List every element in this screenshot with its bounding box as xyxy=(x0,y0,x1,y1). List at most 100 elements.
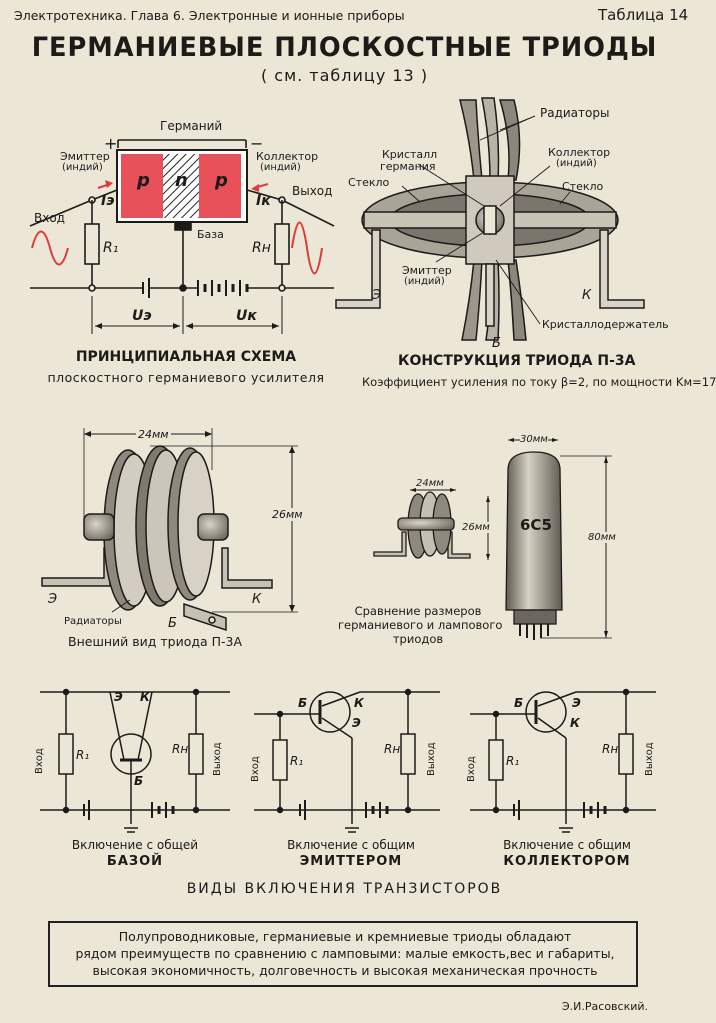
page-title: ГЕРМАНИЕВЫЕ ПЛОСКОСТНЫЕ ТРИОДЫ xyxy=(31,32,658,63)
circuit-common-emitter xyxy=(254,688,440,833)
exterior-k-label: К xyxy=(252,592,262,607)
circuit2-output-label: Выход xyxy=(426,742,437,776)
circuit1-t2-label: К xyxy=(140,690,150,704)
collector-label: Коллектор xyxy=(256,150,319,163)
collector-construction-label: Коллектор xyxy=(548,146,611,159)
small-width-dim: 24мм xyxy=(416,478,444,489)
input-label: Вход xyxy=(34,211,65,225)
rn-label: Rн xyxy=(252,240,271,256)
circuit2-t1-label: Б xyxy=(298,696,308,710)
circuit1-t3-label: Б xyxy=(134,774,144,788)
circuit-common-collector xyxy=(470,688,656,833)
input-wave xyxy=(31,230,69,266)
emitter-construction-sub: (индий) xyxy=(404,276,445,287)
exterior-height-dim: 26мм xyxy=(272,508,303,521)
note-line-3: высокая экономичность, долговечность и в… xyxy=(92,963,598,978)
exterior-e-label: Э xyxy=(48,592,58,607)
gain-note: Коэффициент усиления по току β=2, по мощ… xyxy=(362,375,716,389)
compare-caption-3: триодов xyxy=(392,632,444,646)
construction-e-label: Э xyxy=(372,288,382,303)
emitter-sub-label: (индий) xyxy=(62,162,103,173)
circuits-section-title: ВИДЫ ВКЛЮЧЕНИЯ ТРАНЗИСТОРОВ xyxy=(186,881,503,897)
output-label: Выход xyxy=(292,184,333,198)
circuit3-t1-label: Б xyxy=(514,696,524,710)
output-wave xyxy=(291,221,323,275)
exterior-caption: Внешний вид триода П-3А xyxy=(68,634,243,649)
r1-label: R₁ xyxy=(103,240,119,256)
glass-left-label: Стекло xyxy=(348,176,390,189)
exterior-b-label: Б xyxy=(168,616,177,631)
collector-construction-sub: (индий) xyxy=(556,158,597,169)
size-comparison xyxy=(373,438,612,640)
exterior-width-dim: 24мм xyxy=(136,428,171,441)
circuit2-t2-label: К xyxy=(354,696,364,710)
construction-caption: КОНСТРУКЦИЯ ТРИОДА П-3А xyxy=(398,353,636,369)
compare-caption-2: германиевого и лампового xyxy=(338,618,503,632)
base-label: База xyxy=(197,228,224,241)
circuit2-t3-label: Э xyxy=(352,716,361,730)
circuit3-caption-1: Включение с общим xyxy=(503,838,631,852)
circuit3-t2-label: Э xyxy=(572,696,581,710)
course-header: Электротехника. Глава 6. Электронные и и… xyxy=(14,8,405,23)
circuit2-caption-1: Включение с общим xyxy=(287,838,415,852)
note-line-2: рядом преимуществ по сравнению с ламповы… xyxy=(75,946,615,961)
circuit2-caption-2: ЭМИТТЕРОМ xyxy=(299,854,403,869)
circuit3-t3-label: К xyxy=(570,716,580,730)
circuit3-caption-2: КОЛЛЕКТОРОМ xyxy=(503,854,631,869)
circuit2-r1-label: R₁ xyxy=(290,754,304,768)
circuit-common-base xyxy=(40,688,230,833)
crystal-holder-label: Кристаллодержатель xyxy=(542,318,669,331)
germanium-label: Германий xyxy=(160,119,223,133)
circuit1-input-label: Вход xyxy=(34,748,45,774)
circuit1-caption-2: БАЗОЙ xyxy=(106,854,164,869)
tube-width-dim: 30мм xyxy=(520,434,548,445)
note-line-1: Полупроводниковые, германиевые и кремние… xyxy=(118,929,572,944)
emitter-label: Эмиттер xyxy=(60,150,110,163)
poster-page: Электротехника. Глава 6. Электронные и и… xyxy=(14,6,716,1013)
collector-voltage-label: Uк xyxy=(236,308,257,324)
circuit2-rn-label: Rн xyxy=(384,742,401,756)
emitter-construction-label: Эмиттер xyxy=(402,264,452,277)
schema-caption-title: ПРИНЦИПИАЛЬНАЯ СХЕМА xyxy=(75,349,297,365)
schema-caption-sub: плоскостного германиевого усилителя xyxy=(47,370,325,385)
emitter-current-label: Iэ xyxy=(101,193,115,209)
author-signature: Э.И.Расовский. xyxy=(562,1000,649,1013)
circuit3-input-label: Вход xyxy=(466,756,477,782)
germanium-crystal-label: германия xyxy=(380,160,436,173)
minus-sign: − xyxy=(250,134,264,153)
radiators-label: Радиаторы xyxy=(540,106,610,120)
circuit1-t1-label: Э xyxy=(114,690,123,704)
construction-b-label: Б xyxy=(492,336,501,351)
exterior-radiators-label: Радиаторы xyxy=(64,616,122,627)
circuit1-r1-label: R₁ xyxy=(76,748,90,762)
triode-construction xyxy=(335,97,645,341)
plus-sign: + xyxy=(104,134,118,153)
construction-k-label: К xyxy=(582,288,592,303)
collector-sub-label: (индий) xyxy=(260,162,301,173)
p-region-emitter xyxy=(121,154,163,218)
page-subtitle: ( см. таблицу 13 ) xyxy=(260,66,429,85)
region-p-collector: p xyxy=(215,170,228,191)
circuit3-rn-label: Rн xyxy=(602,742,619,756)
circuit1-rn-label: Rн xyxy=(172,742,189,756)
triode-exterior xyxy=(41,428,298,632)
emitter-voltage-label: Uэ xyxy=(132,308,152,324)
p-region-collector xyxy=(199,154,241,218)
small-height-dim: 26мм xyxy=(462,522,490,533)
circuit3-output-label: Выход xyxy=(644,742,655,776)
tube-type-label: 6С5 xyxy=(520,516,552,534)
circuit3-r1-label: R₁ xyxy=(506,754,520,768)
amplifier-schematic xyxy=(29,139,335,334)
region-p-emitter: p xyxy=(137,170,150,191)
circuit1-output-label: Выход xyxy=(212,742,223,776)
table-number: Таблица 14 xyxy=(598,6,689,24)
advantages-note-box: Полупроводниковые, германиевые и кремние… xyxy=(48,921,638,987)
n-region xyxy=(163,154,199,218)
tube-height-dim: 80мм xyxy=(588,532,616,543)
crystal-label: Кристалл xyxy=(382,148,438,161)
compare-caption-1: Сравнение размеров xyxy=(354,604,482,618)
region-n: n xyxy=(175,170,188,191)
glass-right-label: Стекло xyxy=(562,180,604,193)
circuit1-caption-1: Включение с общей xyxy=(71,838,199,852)
diagrams-canvas xyxy=(29,97,656,833)
